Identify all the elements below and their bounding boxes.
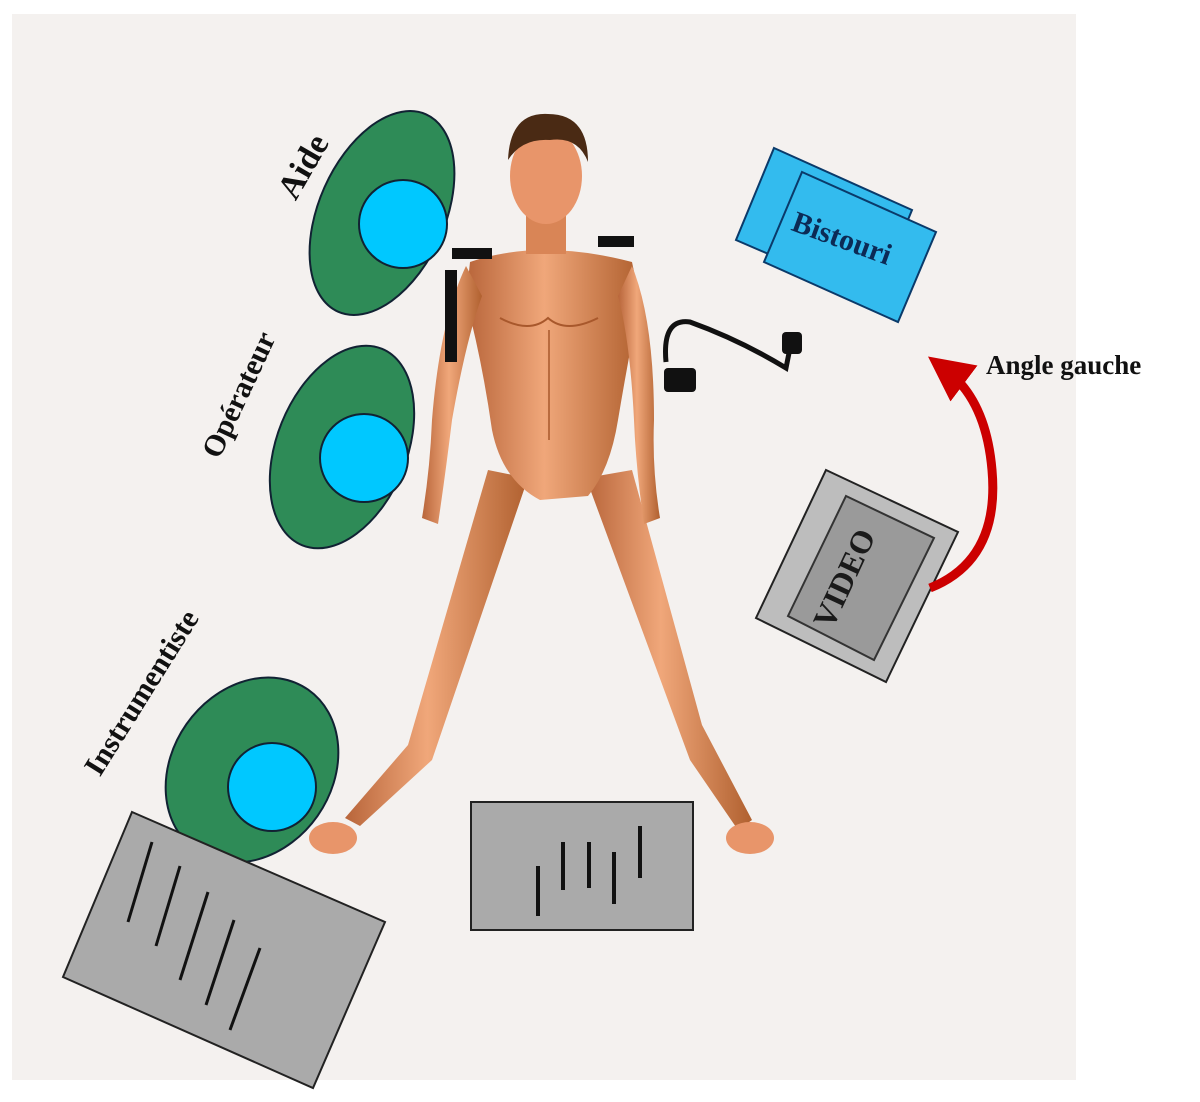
instrument-table: [61, 810, 387, 1090]
patient-figure: [309, 113, 774, 854]
label-angle-gauche: Angle gauche: [986, 350, 1142, 380]
angle-arrow: [928, 356, 998, 593]
bistouri-unit: [734, 146, 938, 324]
operateur-figure: [268, 344, 416, 550]
camera-cable: [663, 319, 802, 392]
foot-instrument-table: [470, 801, 694, 931]
aide-figure: [308, 110, 456, 316]
video-monitor: [754, 468, 960, 684]
instrumentiste-figure: [164, 676, 340, 864]
table-brackets: [445, 236, 634, 362]
